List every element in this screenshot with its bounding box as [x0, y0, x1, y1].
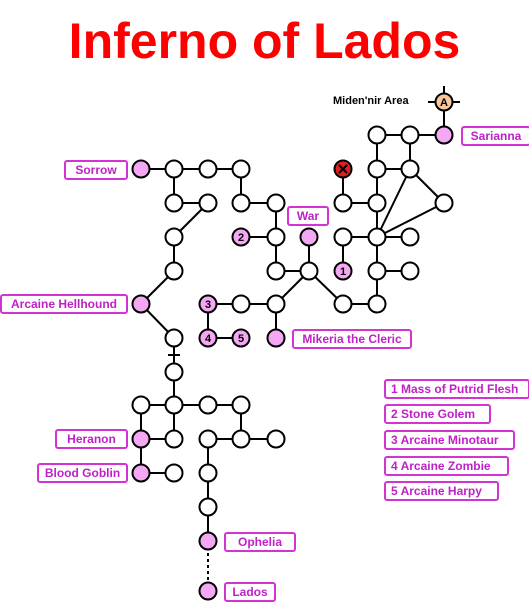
enemy-number-3: 3	[205, 299, 211, 311]
area-marker-letter: A	[440, 97, 448, 109]
path-r2c-l4e	[376, 168, 411, 238]
room-node-l6b[interactable]	[231, 294, 251, 314]
room-node-l11b[interactable]	[164, 463, 184, 483]
room-node-l3c[interactable]	[231, 193, 251, 213]
room-node-n1[interactable]	[333, 261, 353, 281]
room-node-l5a[interactable]	[164, 261, 184, 281]
room-node-lad[interactable]	[198, 581, 218, 601]
path-l3g-l4e	[376, 202, 445, 238]
label-blood-goblin[interactable]: Blood Goblin	[37, 463, 128, 483]
room-node-sr1[interactable]	[164, 159, 184, 179]
map-title: Inferno of Lados	[68, 13, 461, 69]
room-node-l9b[interactable]	[164, 395, 184, 415]
label-mikeria[interactable]: Mikeria the Cleric	[292, 329, 412, 349]
enemy-number-5: 5	[238, 333, 244, 345]
room-node-l10d[interactable]	[231, 429, 251, 449]
room-node-l5d[interactable]	[299, 261, 319, 281]
room-node-l12[interactable]	[198, 497, 218, 517]
room-node-l3b[interactable]	[198, 193, 218, 213]
room-node-l9a[interactable]	[131, 395, 151, 415]
label-war[interactable]: War	[287, 206, 329, 226]
enemy-number-4: 4	[205, 333, 212, 345]
room-node-l6c[interactable]	[266, 294, 286, 314]
room-node-sr2[interactable]	[198, 159, 218, 179]
room-node-sar[interactable]	[434, 125, 454, 145]
room-node-l4b[interactable]	[266, 227, 286, 247]
room-node-l3g[interactable]	[434, 193, 454, 213]
label-heranon[interactable]: Heranon	[55, 429, 128, 449]
legend-item-5: 5 Arcaine Harpy	[384, 481, 499, 501]
room-node-n2[interactable]	[231, 227, 251, 247]
x-circle-icon	[338, 164, 348, 174]
room-node-l5c[interactable]	[266, 261, 286, 281]
room-node-hel[interactable]	[131, 294, 151, 314]
room-node-l4a[interactable]	[164, 227, 184, 247]
room-node-sor[interactable]	[131, 159, 151, 179]
room-node-oph[interactable]	[198, 531, 218, 551]
room-node-mik[interactable]	[266, 328, 286, 348]
room-node-l4d[interactable]	[333, 227, 353, 247]
room-node-n3[interactable]	[198, 294, 218, 314]
room-node-l9d[interactable]	[231, 395, 251, 415]
room-node-l5f[interactable]	[367, 261, 387, 281]
enemy-number-1: 1	[340, 266, 346, 278]
room-node-n4[interactable]	[198, 328, 218, 348]
legend-item-3: 3 Arcaine Minotaur	[384, 430, 515, 450]
room-node-r1b[interactable]	[400, 125, 420, 145]
room-node-sr3[interactable]	[231, 159, 251, 179]
room-node-her[interactable]	[131, 429, 151, 449]
legend-item-2: 2 Stone Golem	[384, 404, 491, 424]
room-node-l4e[interactable]	[367, 227, 387, 247]
room-node-l10c[interactable]	[198, 429, 218, 449]
area-marker-node[interactable]	[434, 92, 454, 112]
room-node-l4f[interactable]	[400, 227, 420, 247]
legend-item-4: 4 Arcaine Zombie	[384, 456, 509, 476]
enemy-number-2: 2	[238, 232, 244, 244]
room-node-l3d[interactable]	[266, 193, 286, 213]
room-node-l11c[interactable]	[198, 463, 218, 483]
room-node-gob[interactable]	[131, 463, 151, 483]
legend-item-1: 1 Mass of Putrid Flesh	[384, 379, 529, 399]
room-node-l6e[interactable]	[367, 294, 387, 314]
label-arcaine-hellhound[interactable]: Arcaine Hellhound	[0, 294, 128, 314]
room-node-l3e[interactable]	[333, 193, 353, 213]
room-node-n5[interactable]	[231, 328, 251, 348]
label-ophelia[interactable]: Ophelia	[224, 532, 296, 552]
label-sarianna[interactable]: Sarianna	[461, 126, 529, 146]
label-sorrow[interactable]: Sorrow	[64, 160, 128, 180]
room-node-r1a[interactable]	[367, 125, 387, 145]
label-lados[interactable]: Lados	[224, 582, 276, 602]
room-node-l6d[interactable]	[333, 294, 353, 314]
room-node-l10e[interactable]	[266, 429, 286, 449]
room-node-l10b[interactable]	[164, 429, 184, 449]
area-label: Miden'nir Area	[333, 95, 409, 107]
room-node-war[interactable]	[299, 227, 319, 247]
room-node-l8a[interactable]	[164, 362, 184, 382]
room-node-l5g[interactable]	[400, 261, 420, 281]
room-node-l9c[interactable]	[198, 395, 218, 415]
room-node-r2c[interactable]	[400, 159, 420, 179]
room-node-r2b[interactable]	[367, 159, 387, 179]
room-node-l3a[interactable]	[164, 193, 184, 213]
room-node-l7a[interactable]	[164, 328, 184, 348]
room-node-l3f[interactable]	[367, 193, 387, 213]
